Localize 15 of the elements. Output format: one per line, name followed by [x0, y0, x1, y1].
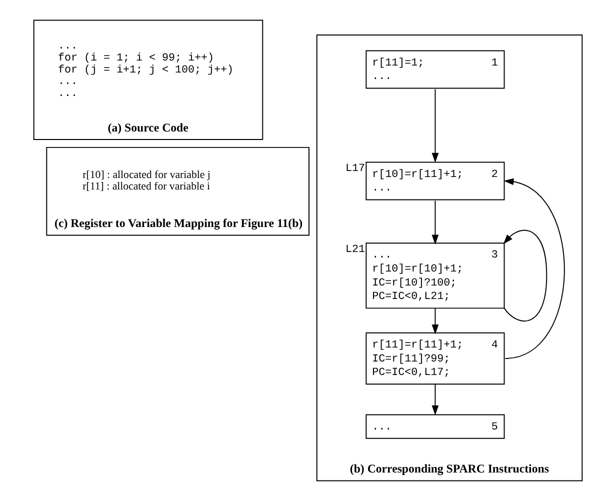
node-box: ... 3 r[10]=r[10]+1; IC=r[10]?100; PC=IC<0,L21; [365, 242, 504, 309]
node-label: L21 [344, 244, 364, 256]
arrow [431, 200, 438, 245]
arrow [502, 230, 547, 322]
node-box: r[11]=1; 1 ... [365, 50, 504, 89]
node-label: L17 [344, 162, 364, 175]
arrow [431, 384, 438, 416]
arrow [431, 88, 438, 163]
arrow [503, 178, 564, 359]
node-box: r[10]=r[11]+1; 2 ... [365, 162, 504, 200]
node-box: r[11]=r[11]+1; 4 IC=r[11]?99; PC=IC<0,L17; [365, 332, 504, 385]
node-box: ... 5 [365, 414, 504, 439]
arrow [431, 308, 438, 334]
node-text: ... for (i = 1; i < 99; i++) for (j = i+1; j < 100; j++) ... ... [57, 40, 233, 100]
node-text: r[10] : allocated for variable j r[11] : allocated for variable i [82, 168, 210, 193]
